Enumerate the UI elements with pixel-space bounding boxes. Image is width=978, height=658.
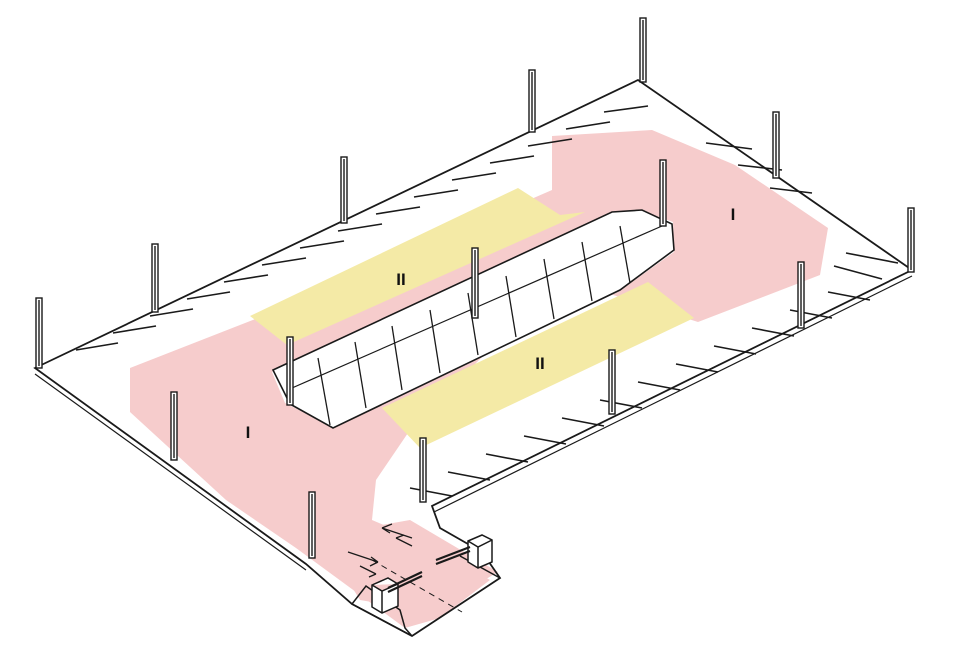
central-parking-island bbox=[271, 209, 675, 429]
zone-labels: II II I I bbox=[246, 205, 736, 442]
column bbox=[170, 391, 178, 461]
gate-booth-right bbox=[467, 534, 493, 569]
column bbox=[308, 491, 316, 559]
column bbox=[797, 261, 805, 329]
column bbox=[528, 69, 536, 133]
barrier-arm-left bbox=[387, 571, 423, 593]
column bbox=[151, 243, 159, 313]
direction-arrow-out-2 bbox=[359, 565, 377, 578]
zone-i-circulation-ring bbox=[130, 130, 828, 628]
zone-ii-lower-aisle bbox=[382, 282, 694, 448]
gate-booth-left bbox=[371, 577, 399, 614]
direction-arrow-in-2 bbox=[395, 534, 413, 547]
column bbox=[35, 297, 43, 369]
entry-gate bbox=[347, 523, 501, 637]
column bbox=[907, 207, 915, 273]
zone-label-right-i: I bbox=[731, 205, 736, 224]
column bbox=[659, 159, 667, 227]
column bbox=[286, 336, 294, 406]
zone-label-upper-ii: II bbox=[396, 270, 405, 289]
island-stall-lines bbox=[317, 225, 631, 426]
direction-arrow-in bbox=[381, 523, 413, 539]
zone-label-left-i: I bbox=[246, 423, 251, 442]
column bbox=[608, 349, 616, 415]
zone-label-lower-ii: II bbox=[535, 354, 544, 373]
perimeter-inner bbox=[34, 275, 913, 571]
column bbox=[471, 247, 479, 319]
perimeter-stall-lines bbox=[75, 105, 899, 497]
column bbox=[639, 17, 647, 83]
column bbox=[340, 156, 348, 224]
column bbox=[419, 437, 427, 503]
barrier-arm-right bbox=[435, 545, 471, 566]
columns bbox=[35, 17, 915, 559]
column bbox=[772, 111, 780, 179]
zone-ii-upper-aisle bbox=[250, 188, 585, 345]
